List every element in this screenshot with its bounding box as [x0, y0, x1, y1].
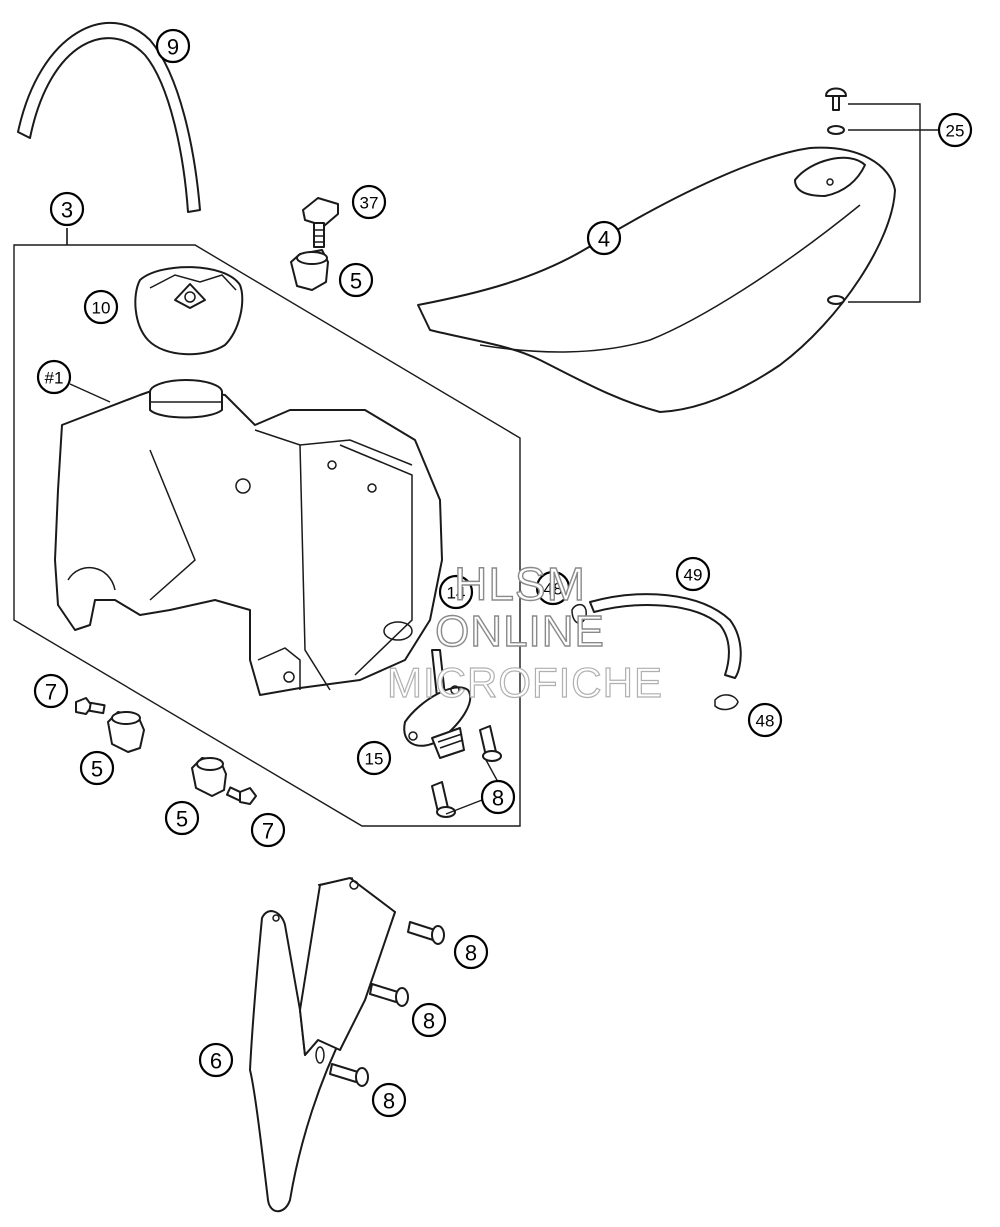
callout-10: 10 [83, 289, 119, 325]
spacer-5-lower [191, 757, 227, 797]
svg-text:37: 37 [360, 194, 379, 213]
callout-15: 15 [356, 740, 392, 776]
svg-text:15: 15 [365, 750, 384, 769]
callout-7-lower: 7 [250, 812, 286, 848]
callout-8-panel-2: 8 [411, 1002, 447, 1038]
spacer-5-left [107, 711, 145, 753]
screw-8-panel-1 [407, 921, 445, 945]
callout-8-tank: 8 [480, 779, 516, 815]
svg-text:14: 14 [447, 584, 466, 603]
callout-5-left: 5 [79, 750, 115, 786]
svg-text:5: 5 [91, 757, 103, 782]
leader-lines [66, 228, 499, 815]
svg-text:3: 3 [61, 198, 73, 223]
fuel-tank [54, 379, 443, 696]
svg-text:8: 8 [465, 941, 477, 966]
svg-text:8: 8 [383, 1089, 395, 1114]
svg-text:6: 6 [210, 1049, 222, 1074]
callout-3: 3 [49, 191, 85, 227]
bolt-37 [302, 197, 339, 248]
svg-text:8: 8 [492, 786, 504, 811]
svg-text:4: 4 [598, 227, 610, 252]
callout-1: #1 [36, 359, 72, 395]
screw-8-panel-2 [369, 983, 409, 1007]
callout-48-top: 48 [535, 570, 571, 606]
bolt-7-lower [225, 786, 257, 805]
svg-text:#1: #1 [45, 369, 64, 388]
screw-8-panel-3 [329, 1063, 369, 1087]
svg-text:48: 48 [756, 712, 775, 731]
svg-text:25: 25 [946, 122, 965, 141]
callout-7-left: 7 [33, 673, 69, 709]
fuel-hose-49 [383, 593, 742, 711]
svg-text:7: 7 [262, 819, 274, 844]
callout-25: 25 [937, 112, 973, 148]
callout-5-top: 5 [338, 262, 374, 298]
svg-text:48: 48 [544, 580, 563, 599]
screw-8-upper [479, 725, 502, 762]
svg-text:49: 49 [684, 566, 703, 585]
callout-6: 6 [198, 1042, 234, 1078]
seat [417, 146, 896, 413]
callout-4: 4 [586, 220, 622, 256]
svg-text:8: 8 [423, 1009, 435, 1034]
svg-text:5: 5 [176, 807, 188, 832]
bolt-7-left [75, 697, 106, 715]
spacer-5-top [290, 249, 329, 291]
callout-9: 9 [155, 28, 191, 64]
callout-5-lower: 5 [164, 800, 200, 836]
side-panel [249, 877, 396, 1213]
callout-37: 37 [351, 184, 387, 220]
screw-8-lower [431, 781, 456, 818]
callout-8-panel-1: 8 [453, 934, 489, 970]
callout-14: 14 [438, 574, 474, 610]
callout-49: 49 [675, 556, 711, 592]
callout-48-bottom: 48 [747, 702, 783, 738]
assembly-bracket-outline [13, 228, 521, 827]
seat-fasteners [825, 87, 938, 305]
vent-hose [17, 22, 201, 213]
fuel-cap [134, 266, 244, 356]
svg-text:9: 9 [167, 35, 179, 60]
callout-8-panel-3: 8 [371, 1082, 407, 1118]
svg-text:7: 7 [45, 680, 57, 705]
fuel-tap [403, 649, 472, 759]
svg-text:5: 5 [350, 269, 362, 294]
svg-text:10: 10 [92, 299, 111, 318]
